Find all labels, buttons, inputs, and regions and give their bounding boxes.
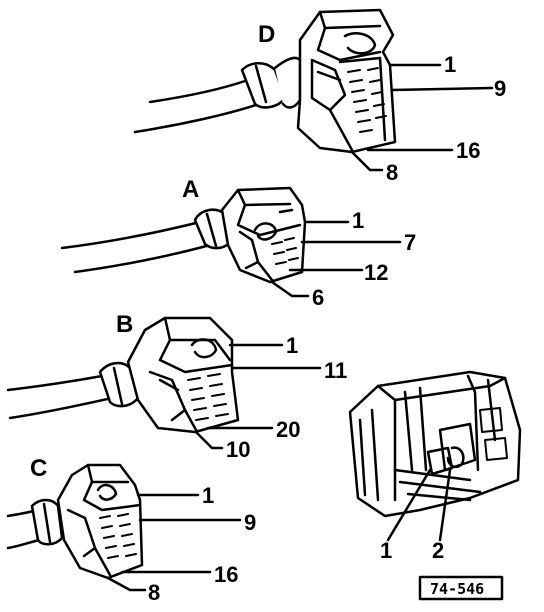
connector-c-pin-9: 9 [244, 510, 256, 535]
connector-b-drawing [6, 316, 322, 450]
connector-d-label: D [258, 21, 275, 48]
reference-number: 74-546 [430, 580, 484, 598]
connector-a-drawing [60, 186, 402, 298]
connector-c-label: C [30, 455, 47, 482]
connector-d-drawing [133, 8, 494, 172]
connector-a-pin-1: 1 [352, 208, 364, 233]
connector-d-pin-1: 1 [444, 52, 456, 77]
connector-c-pin-16: 16 [214, 562, 238, 587]
detail-label-1: 1 [380, 538, 392, 563]
connector-b-pin-11: 11 [324, 358, 347, 383]
connector-c-drawing [6, 463, 242, 592]
connector-a-pin-12: 12 [364, 260, 388, 285]
connector-b-pin-10: 10 [226, 437, 250, 462]
connector-c-pin-8: 8 [148, 580, 160, 605]
connector-b-label: B [116, 311, 133, 338]
connector-b-pin-1: 1 [286, 333, 298, 358]
connector-a-pin-7: 7 [404, 230, 416, 255]
detail-label-2: 2 [432, 538, 444, 563]
labels: D 1 9 16 8 A 1 7 12 6 B 1 11 20 10 C 1 9… [30, 21, 506, 605]
connector-d-pin-8: 8 [386, 160, 398, 185]
connector-d-pin-9: 9 [494, 76, 506, 101]
detail-drawing [348, 370, 522, 542]
connector-d-pin-16: 16 [456, 138, 480, 163]
connector-a-pin-6: 6 [312, 285, 324, 310]
connector-a-label: A [182, 176, 199, 203]
reference-box [418, 575, 504, 601]
connector-c-pin-1: 1 [202, 483, 214, 508]
connector-b-pin-20: 20 [276, 417, 300, 442]
